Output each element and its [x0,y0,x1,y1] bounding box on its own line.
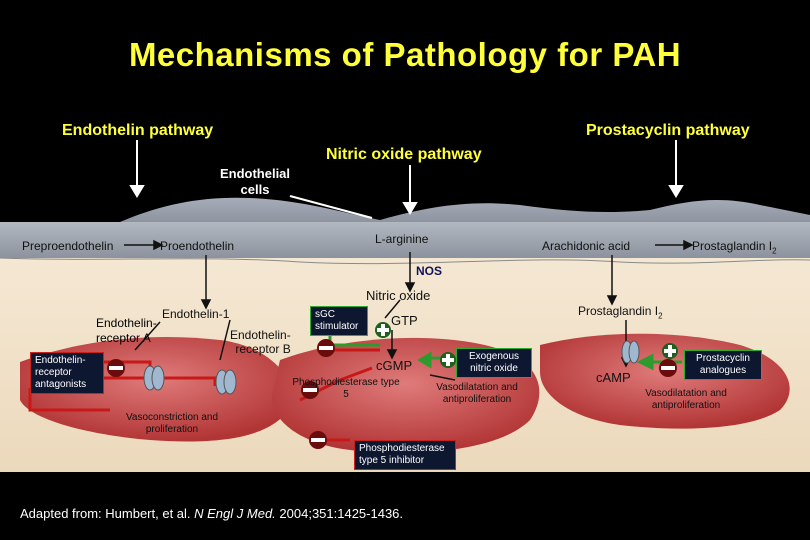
prostacyclin-pathway-label: Prostacyclin pathway [586,122,750,139]
l-arginine-label: L-arginine [375,232,429,246]
sgc-stimulator-box: sGC stimulator [310,306,368,336]
camp-label: cAMP [596,370,631,385]
nitric-oxide-pathway-label: Nitric oxide pathway [326,146,482,163]
receptor-a-label: Endothelin- receptor A [96,316,157,345]
preproendothelin-label: Preproendothelin [22,239,114,253]
nos-label: NOS [416,264,443,278]
pde5-inhibitor-box: Phosphodiesterase type 5 inhibitor [354,440,456,470]
endothelin-1-label: Endothelin-1 [162,307,230,321]
plus-symbols [375,322,678,368]
minus-symbols [107,339,677,449]
prostacyclin-analogues-box: Prostacyclin analogues [684,350,762,380]
era-drug-box: Endothelin- receptor antagonists [30,352,104,394]
prostaglandin-mid-label: Prostaglandin I2 [578,304,663,321]
pde5-label: Phosphodiesterase type 5 [292,377,400,400]
endothelin-pathway-label: Endothelin pathway [62,122,214,139]
proendothelin-label: Proendothelin [160,239,235,253]
citation: Adapted from: Humbert, et al. N Engl J M… [20,506,404,521]
vasoconstriction-label: Vasoconstriction and proliferation [125,412,219,435]
cgmp-label: cGMP [376,358,413,373]
gtp-label: GTP [391,313,418,328]
endothelial-cell-layer [0,197,810,258]
arachidonic-acid-label: Arachidonic acid [542,239,631,253]
nitric-oxide-label: Nitric oxide [366,288,431,303]
receptor-b-label: Endothelin- receptor B [230,328,291,356]
endothelial-cells-label: Endothelial cells [219,166,291,197]
exogenous-no-box: Exogenous nitric oxide [456,348,532,378]
slide-title: Mechanisms of Pathology for PAH [128,36,682,73]
vasodilatation-pc-label: Vasodilatation and antiproliferation [645,388,727,411]
prostaglandin-top-label: Prostaglandin I2 [692,239,777,256]
vasodilatation-no-label: Vasodilatation and antiproliferation [436,382,518,405]
